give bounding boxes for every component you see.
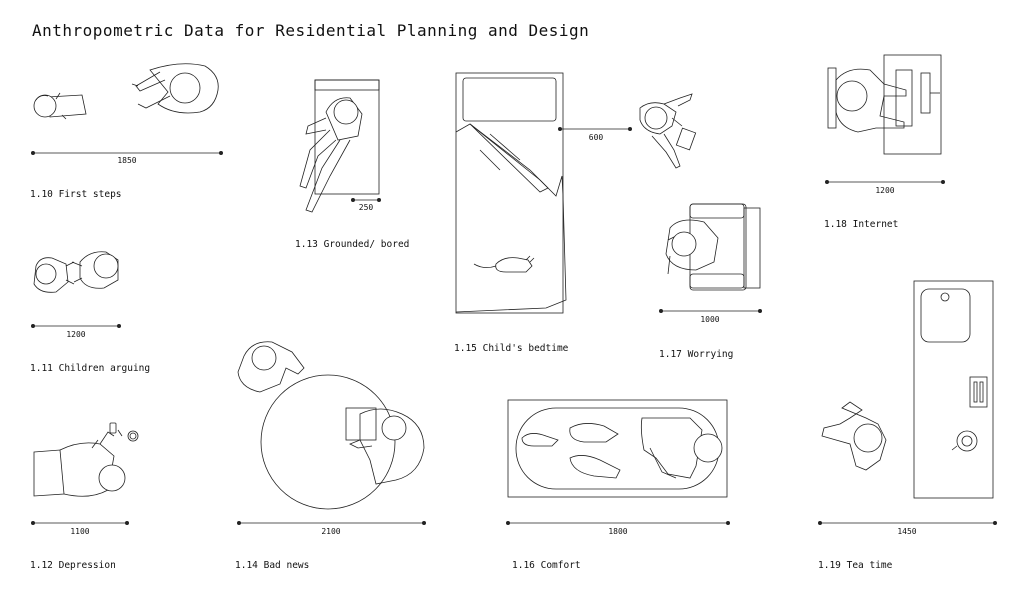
dimension-line-1-14: 2100 xyxy=(237,521,426,536)
walking-person-figure xyxy=(639,93,697,169)
dimension-line-1-16: 1800 xyxy=(506,521,730,536)
dimension-line-1-18: 1200 xyxy=(825,180,945,195)
single-bed xyxy=(314,79,380,195)
dimension-line-1-11: 1200 xyxy=(31,324,121,339)
kettle-icon xyxy=(951,430,978,452)
dimension-line-1-19: 1450 xyxy=(818,521,997,536)
toddler-figure xyxy=(33,92,87,120)
kitchen-counter xyxy=(913,280,994,499)
dimension-line-1-12: 1100 xyxy=(31,521,129,536)
caption-1-12: 1.12 Depression xyxy=(30,560,116,571)
seated-worried-figure xyxy=(665,219,719,275)
child-figure-left xyxy=(33,257,75,293)
keyboard xyxy=(895,69,913,127)
figure-1-12-depression: 1100 1.12 Depression xyxy=(30,422,139,571)
toaster-icon xyxy=(969,376,988,408)
cup-icon xyxy=(127,430,139,442)
caption-1-13: 1.13 Grounded/ bored xyxy=(295,239,409,250)
bathing-figure xyxy=(521,417,723,479)
person-at-computer-figure xyxy=(835,68,907,133)
dimension-label: 250 xyxy=(359,203,374,212)
person-on-bed-figure xyxy=(299,97,363,213)
dimension-label: 600 xyxy=(589,133,604,142)
figure-1-11-children-arguing: 1200 1.11 Children arguing xyxy=(30,251,150,374)
dimension-line-1-17: 1000 xyxy=(659,309,762,324)
sheet-title: Anthropometric Data for Residential Plan… xyxy=(32,21,589,40)
figure-1-18-internet: 1200 1.18 Internet xyxy=(824,54,945,230)
dimension-label: 2100 xyxy=(321,527,340,536)
sink xyxy=(920,288,971,343)
figure-1-15-childs-bedtime: 600 1.15 Child's bedtime xyxy=(454,72,632,354)
dimension-label: 1850 xyxy=(117,156,136,165)
figure-1-14-bad-news: 2100 1.14 Bad news xyxy=(235,341,426,571)
armchair xyxy=(689,203,761,291)
seated-person-at-table-figure xyxy=(345,407,425,485)
caption-1-19: 1.19 Tea time xyxy=(818,560,893,571)
figure-1-19-tea-time: 1450 1.19 Tea time xyxy=(818,280,997,571)
single-bed-with-blanket xyxy=(455,72,567,314)
dimension-line-1-10: 1850 xyxy=(31,151,223,165)
standing-person-figure xyxy=(237,341,305,393)
figure-1-10-first-steps: 1850 1.10 First steps xyxy=(30,63,223,200)
caption-1-16: 1.16 Comfort xyxy=(512,560,581,571)
dimension-label: 1450 xyxy=(897,527,916,536)
dimension-label: 1200 xyxy=(66,330,85,339)
desk xyxy=(883,54,942,155)
pill-bottle-icon xyxy=(109,422,123,437)
standing-person-figure xyxy=(821,401,887,471)
chair xyxy=(827,67,837,129)
dimension-line-1-13: 250 xyxy=(351,198,381,212)
adult-figure xyxy=(131,63,219,114)
dimension-label: 1200 xyxy=(875,186,894,195)
caption-1-10: 1.10 First steps xyxy=(30,189,122,200)
round-table xyxy=(260,374,396,510)
dimension-label: 1000 xyxy=(700,315,719,324)
caption-1-15: 1.15 Child's bedtime xyxy=(454,343,569,354)
caption-1-11: 1.11 Children arguing xyxy=(30,363,150,374)
caption-1-17: 1.17 Worrying xyxy=(659,349,733,360)
seated-person-figure xyxy=(33,431,126,497)
child-figure-right xyxy=(71,251,119,289)
figure-1-17-worrying: 1000 1.17 Worrying xyxy=(639,93,762,360)
figure-1-13-grounded-bored: 250 1.13 Grounded/ bored xyxy=(295,79,409,250)
computer-monitor xyxy=(920,72,940,114)
cat-figure xyxy=(473,255,535,273)
dimension-label: 1800 xyxy=(608,527,627,536)
figure-1-16-comfort: 1800 1.16 Comfort xyxy=(506,399,730,571)
dimension-line-1-15: 600 xyxy=(558,127,632,142)
dimension-label: 1100 xyxy=(70,527,89,536)
caption-1-14: 1.14 Bad news xyxy=(235,560,309,571)
caption-1-18: 1.18 Internet xyxy=(824,219,898,230)
